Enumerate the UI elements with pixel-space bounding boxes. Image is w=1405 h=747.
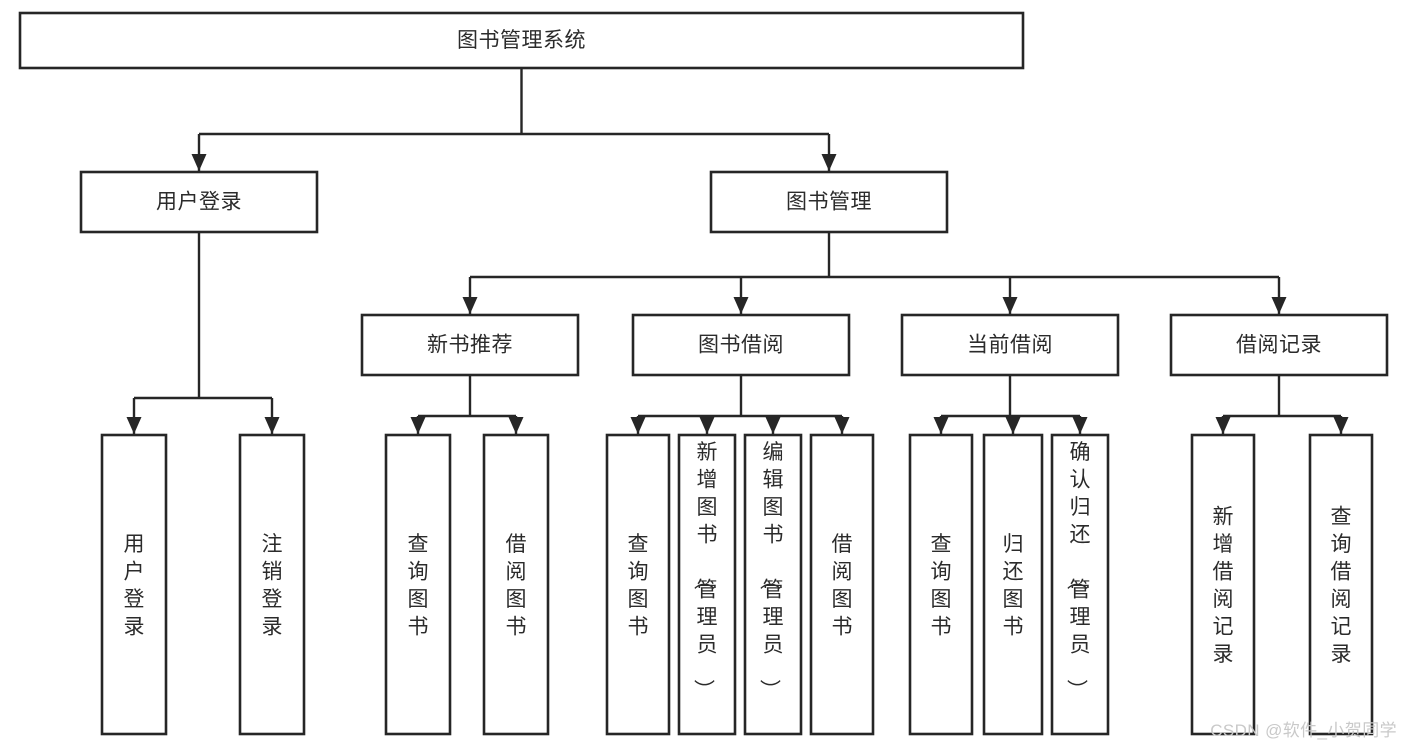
node-root-图书管理系统-rect	[18, 11, 1025, 70]
node-leaf-12-查询借阅记录[interactable]: 查询借阅记录	[1308, 433, 1374, 736]
node-leaf-5-新增图书管理员-rect	[677, 433, 737, 736]
arrow-to-图书管理	[821, 154, 837, 171]
arrow-to-借阅图书	[834, 417, 850, 434]
node-leaf-2-查询图书-label: 查询图书	[408, 533, 429, 639]
node-layer: 图书管理系统用户登录图书管理新书推荐图书借阅当前借阅借阅记录用户登录注销登录查询…	[18, 11, 1389, 736]
node-l3-图书借阅-rect	[631, 313, 851, 377]
node-l3-图书借阅-label: 图书借阅	[698, 334, 784, 357]
node-leaf-4-查询图书-rect	[605, 433, 671, 736]
node-leaf-4-查询图书-label: 查询图书	[628, 533, 649, 639]
node-leaf-0-用户登录-rect	[100, 433, 168, 736]
node-l3-借阅记录-label: 借阅记录	[1236, 334, 1322, 357]
node-l2-用户登录-label: 用户登录	[156, 191, 242, 214]
node-leaf-10-确认归还管理员-label: 确认归还（管理员）	[1065, 441, 1091, 700]
node-l2-图书管理-label: 图书管理	[786, 191, 872, 214]
node-leaf-11-新增借阅记录-rect	[1190, 433, 1256, 736]
arrow-to-用户登录	[191, 154, 207, 171]
node-leaf-9-归还图书-rect	[982, 433, 1044, 736]
node-leaf-10-确认归还管理员[interactable]: 确认归还（管理员）	[1050, 433, 1110, 736]
node-l3-新书推荐[interactable]: 新书推荐	[360, 313, 580, 377]
arrow-to-确认归还管理员	[1072, 417, 1088, 434]
arrow-to-注销登录	[264, 417, 280, 434]
node-leaf-10-确认归还管理员-rect	[1050, 433, 1110, 736]
arrow-to-查询借阅记录	[1333, 417, 1349, 434]
node-l3-当前借阅-rect	[900, 313, 1120, 377]
node-leaf-8-查询图书-label: 查询图书	[931, 533, 952, 639]
node-leaf-3-借阅图书-rect	[482, 433, 550, 736]
node-leaf-12-查询借阅记录-label: 查询借阅记录	[1331, 505, 1352, 666]
node-leaf-6-编辑图书管理员-label: 编辑图书（管理员）	[758, 441, 784, 700]
node-leaf-8-查询图书[interactable]: 查询图书	[908, 433, 974, 736]
node-leaf-11-新增借阅记录[interactable]: 新增借阅记录	[1190, 433, 1256, 736]
arrow-to-查询图书	[630, 417, 646, 434]
node-root-图书管理系统-label: 图书管理系统	[457, 29, 586, 52]
node-l3-新书推荐-rect	[360, 313, 580, 377]
node-leaf-3-借阅图书-label: 借阅图书	[506, 533, 527, 639]
arrow-to-借阅图书	[508, 417, 524, 434]
node-l2-图书管理[interactable]: 图书管理	[709, 170, 949, 234]
node-l3-当前借阅-label: 当前借阅	[967, 334, 1053, 357]
arrow-to-图书借阅	[733, 297, 749, 314]
node-l3-借阅记录[interactable]: 借阅记录	[1169, 313, 1389, 377]
watermark-text: CSDN @软件_小贺同学	[1210, 721, 1397, 740]
node-l2-图书管理-rect	[709, 170, 949, 234]
node-l3-图书借阅[interactable]: 图书借阅	[631, 313, 851, 377]
connector-layer	[126, 68, 1349, 434]
node-l2-用户登录[interactable]: 用户登录	[79, 170, 319, 234]
node-leaf-3-借阅图书[interactable]: 借阅图书	[482, 433, 550, 736]
node-leaf-8-查询图书-rect	[908, 433, 974, 736]
arrow-to-归还图书	[1005, 417, 1021, 434]
node-leaf-9-归还图书[interactable]: 归还图书	[982, 433, 1044, 736]
arrow-to-用户登录	[126, 417, 142, 434]
node-leaf-2-查询图书-rect	[384, 433, 452, 736]
node-leaf-7-借阅图书[interactable]: 借阅图书	[809, 433, 875, 736]
node-leaf-1-注销登录-rect	[238, 433, 306, 736]
node-leaf-0-用户登录[interactable]: 用户登录	[100, 433, 168, 736]
node-l2-用户登录-rect	[79, 170, 319, 234]
arrow-to-查询图书	[933, 417, 949, 434]
node-l3-新书推荐-label: 新书推荐	[427, 334, 513, 357]
node-leaf-7-借阅图书-label: 借阅图书	[832, 533, 853, 639]
node-leaf-1-注销登录[interactable]: 注销登录	[238, 433, 306, 736]
arrow-to-新书推荐	[462, 297, 478, 314]
arrow-to-借阅记录	[1271, 297, 1287, 314]
node-leaf-5-新增图书管理员[interactable]: 新增图书（管理员）	[677, 433, 737, 736]
arrow-to-新增借阅记录	[1215, 417, 1231, 434]
node-leaf-2-查询图书[interactable]: 查询图书	[384, 433, 452, 736]
node-leaf-1-注销登录-label: 注销登录	[262, 533, 283, 639]
node-leaf-9-归还图书-label: 归还图书	[1003, 533, 1024, 639]
node-leaf-6-编辑图书管理员[interactable]: 编辑图书（管理员）	[743, 433, 803, 736]
arrow-to-查询图书	[410, 417, 426, 434]
node-l3-借阅记录-rect	[1169, 313, 1389, 377]
node-leaf-6-编辑图书管理员-rect	[743, 433, 803, 736]
node-root-图书管理系统[interactable]: 图书管理系统	[18, 11, 1025, 70]
node-leaf-12-查询借阅记录-rect	[1308, 433, 1374, 736]
node-leaf-5-新增图书管理员-label: 新增图书（管理员）	[692, 441, 718, 700]
arrow-to-当前借阅	[1002, 297, 1018, 314]
node-leaf-4-查询图书[interactable]: 查询图书	[605, 433, 671, 736]
node-leaf-7-借阅图书-rect	[809, 433, 875, 736]
node-leaf-11-新增借阅记录-label: 新增借阅记录	[1213, 505, 1234, 666]
arrow-to-编辑图书管理员	[765, 417, 781, 434]
node-l3-当前借阅[interactable]: 当前借阅	[900, 313, 1120, 377]
node-leaf-0-用户登录-label: 用户登录	[124, 533, 145, 639]
arrow-to-新增图书管理员	[699, 417, 715, 434]
